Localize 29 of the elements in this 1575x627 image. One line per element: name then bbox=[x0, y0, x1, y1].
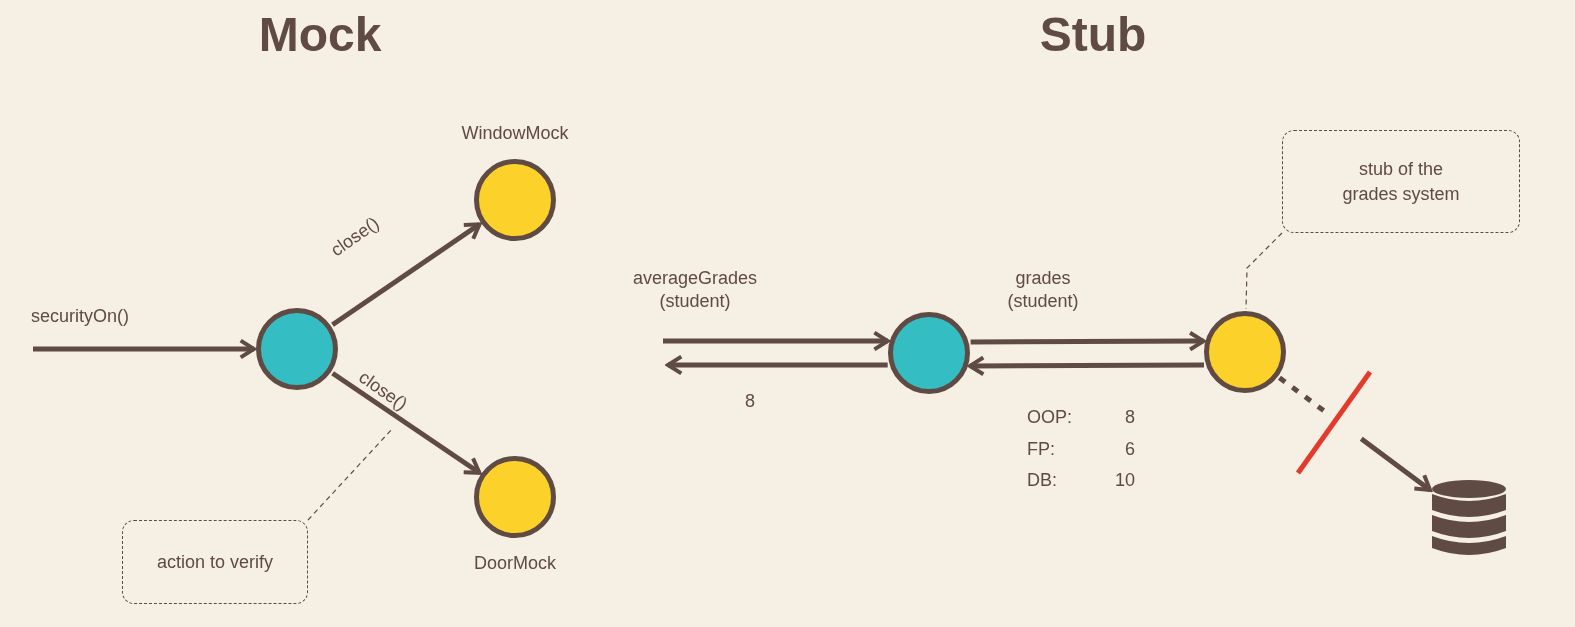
table-text: 8 bbox=[1124, 406, 1135, 429]
arrow bbox=[33, 338, 256, 360]
arrow bbox=[970, 330, 1206, 352]
arrow bbox=[331, 222, 482, 327]
leader-line bbox=[307, 427, 394, 521]
edge-label: grades (student) bbox=[1006, 267, 1080, 312]
section-heading: Stub bbox=[1038, 11, 1148, 59]
database-icon bbox=[1430, 480, 1508, 558]
node-label: WindowMock bbox=[461, 122, 569, 145]
callout-text: action to verify bbox=[156, 550, 274, 574]
section-heading: Mock bbox=[257, 11, 383, 59]
node-label: DoorMock bbox=[474, 552, 556, 575]
table-text: 10 bbox=[1113, 469, 1135, 492]
table-text: DB: bbox=[1027, 469, 1058, 492]
leader-line bbox=[1245, 232, 1283, 310]
arrow bbox=[663, 330, 890, 352]
edge-label: 8 bbox=[744, 389, 756, 412]
callout-box bbox=[122, 520, 308, 604]
table-text: FP: bbox=[1027, 438, 1056, 461]
callout-text: stub of the grades system bbox=[1341, 157, 1461, 206]
callout-box bbox=[1282, 130, 1520, 233]
arrow bbox=[968, 355, 1204, 377]
edge-label: securityOn() bbox=[30, 304, 130, 327]
table-text: 6 bbox=[1124, 438, 1135, 461]
arrow bbox=[1278, 375, 1432, 492]
arrow bbox=[331, 371, 482, 475]
edge-label: averageGrades (student) bbox=[631, 267, 759, 312]
table-text: OOP: bbox=[1027, 406, 1073, 429]
arrow bbox=[666, 354, 888, 376]
